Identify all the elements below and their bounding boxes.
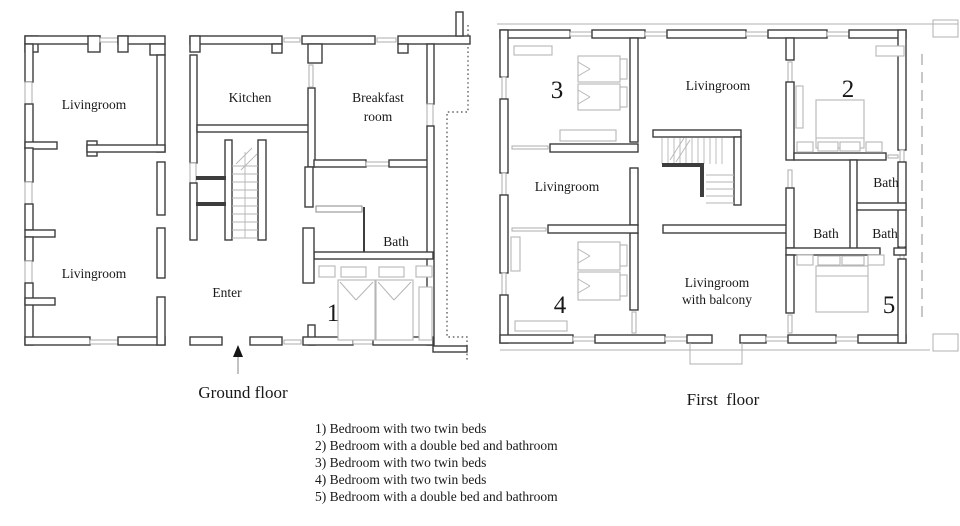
room-label-livingroom-left-ff: Livingroom — [535, 179, 600, 194]
room-label-livingroom-upper: Livingroom — [62, 97, 127, 112]
legend-item-1: 1) Bedroom with two twin beds — [315, 421, 487, 436]
room-number-1: 1 — [327, 300, 340, 327]
legend-item-5: 5) Bedroom with a double bed and bathroo… — [315, 489, 558, 504]
bedroom5-furniture — [796, 254, 885, 313]
room-label-enter: Enter — [212, 285, 242, 300]
room-label-bath-right: Bath — [872, 226, 898, 241]
legend-item-3: 3) Bedroom with two twin beds — [315, 455, 487, 470]
room-label-livingroom-lower: Livingroom — [62, 266, 127, 281]
dotted-boundary — [446, 25, 469, 360]
room-label-bath-top: Bath — [873, 175, 899, 190]
bedroom4-furniture — [510, 236, 628, 332]
balcony-outline — [689, 343, 743, 365]
room-label-kitchen: Kitchen — [229, 90, 272, 105]
room-number-5: 5 — [883, 292, 896, 319]
bedroom1-furniture — [318, 265, 433, 341]
first-floor-stairs — [661, 137, 734, 204]
bedroom2-furniture — [795, 45, 905, 153]
ground-stairs — [232, 147, 258, 239]
room-label-breakfast-line1: Breakfast — [352, 90, 404, 105]
room-number-3: 3 — [551, 77, 564, 104]
room-label-breakfast-line2: room — [364, 109, 393, 124]
room-number-4: 4 — [554, 292, 567, 319]
room-number-2: 2 — [842, 76, 855, 103]
bedroom3-furniture — [513, 45, 628, 142]
room-label-livingroom-upper-ff: Livingroom — [686, 78, 751, 93]
first-floor-plan: 3 Livingroom 2 Livingroom Bath Bath Bath… — [497, 19, 959, 409]
ground-floor-plan: Livingroom Kitchen Breakfast room Living… — [24, 11, 471, 402]
legend-item-2: 2) Bedroom with a double bed and bathroo… — [315, 438, 558, 453]
entrance-arrow-icon — [233, 345, 243, 357]
legend: 1) Bedroom with two twin beds 2) Bedroom… — [315, 420, 558, 505]
first-floor-caption: First floor — [687, 390, 760, 409]
room-label-bath-ground: Bath — [383, 234, 409, 249]
ground-floor-caption: Ground floor — [198, 383, 288, 402]
room-label-bath-left: Bath — [813, 226, 839, 241]
legend-item-4: 4) Bedroom with two twin beds — [315, 472, 487, 487]
room-label-livingroom-balcony-line1: Livingroom — [685, 275, 750, 290]
room-label-livingroom-balcony-line2: with balcony — [682, 292, 752, 307]
